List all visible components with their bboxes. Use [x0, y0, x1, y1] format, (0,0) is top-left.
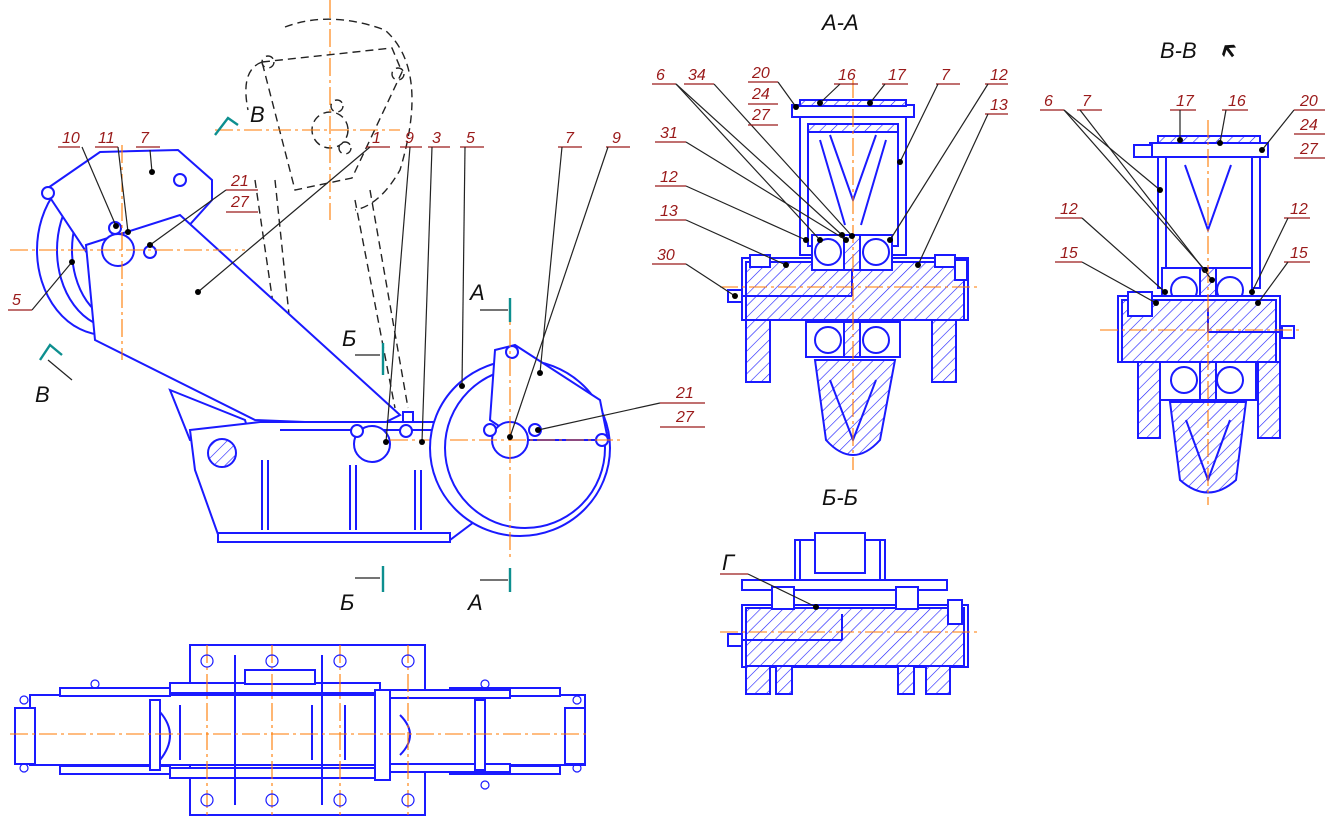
- callout-main: 1: [372, 130, 381, 147]
- callout-vv: 20: [1299, 93, 1318, 110]
- callout-vv: 6: [1044, 93, 1053, 110]
- view-title-v-v: В-В: [1160, 38, 1197, 63]
- callout-main: 3: [432, 130, 441, 147]
- callout-aa: 13: [990, 97, 1008, 114]
- callout-aa: 20: [751, 65, 770, 82]
- callout-main: 9: [612, 130, 621, 147]
- right-pulley: [429, 300, 620, 560]
- callout-vv: 17: [1176, 93, 1195, 110]
- callout-vv: 27: [1299, 141, 1319, 158]
- view-title-b-b: Б-Б: [822, 485, 858, 510]
- callout-main: 9: [405, 130, 414, 147]
- section-mark-b-top: Б: [342, 326, 356, 351]
- callout-vv: 12: [1060, 201, 1078, 218]
- callout-aa: 13: [660, 203, 678, 220]
- section-a-a: А-А 6: [652, 10, 1008, 470]
- section-mark-a-top: А: [468, 280, 485, 305]
- callout-aa: 30: [657, 247, 675, 264]
- callout-main: 11: [98, 130, 115, 147]
- callouts-vv: 6 7 17 16 20 24 27 1: [1040, 93, 1325, 306]
- callout-main: 21: [230, 173, 249, 190]
- callout-main: 5: [12, 292, 21, 309]
- section-mark-g: Г: [722, 550, 736, 575]
- callout-aa: 16: [838, 67, 856, 84]
- section-mark-a-bottom: А: [466, 590, 483, 615]
- callout-vv: 16: [1228, 93, 1246, 110]
- callout-vv: 24: [1299, 117, 1318, 134]
- callout-main: 27: [675, 409, 695, 426]
- section-b-b: Б-Б Г: [720, 485, 980, 695]
- callout-vv: 15: [1290, 245, 1308, 262]
- callout-aa: 17: [888, 67, 907, 84]
- view-direction-arrow: 🡴: [1220, 38, 1237, 63]
- callout-aa: 12: [990, 67, 1008, 84]
- callouts-main: 10 11 7 21 27 5 1 9: [8, 130, 705, 445]
- main-side-view: В В А А Б Б 10 11 7: [8, 0, 705, 615]
- callout-aa: 7: [941, 67, 951, 84]
- callout-vv: 7: [1082, 93, 1092, 110]
- callout-main: 21: [675, 385, 694, 402]
- callout-aa: 27: [751, 107, 771, 124]
- callout-main: 7: [140, 130, 150, 147]
- plan-view: [10, 644, 590, 816]
- callout-aa: 12: [660, 169, 678, 186]
- bolt-holes: [19, 654, 582, 807]
- callouts-aa: 6 34 20 24 27 16 17: [652, 65, 1008, 299]
- view-title-a-a: А-А: [820, 10, 859, 35]
- callout-main: 27: [230, 194, 250, 211]
- callout-main: 10: [62, 130, 80, 147]
- section-mark-b-bottom: Б: [340, 590, 354, 615]
- callout-main: 5: [466, 130, 475, 147]
- callout-aa: 31: [660, 125, 678, 142]
- callout-vv: 12: [1290, 201, 1308, 218]
- callout-aa: 24: [751, 86, 770, 103]
- section-marks: В В А А Б Б: [35, 102, 512, 615]
- callout-aa: 34: [688, 67, 706, 84]
- section-v-v: В-В 🡴 6 7: [1040, 38, 1325, 505]
- section-mark-v-top: В: [250, 102, 265, 127]
- callout-main: 7: [565, 130, 575, 147]
- callout-aa: 6: [656, 67, 665, 84]
- section-mark-v-bottom: В: [35, 382, 50, 407]
- callout-vv: 15: [1060, 245, 1078, 262]
